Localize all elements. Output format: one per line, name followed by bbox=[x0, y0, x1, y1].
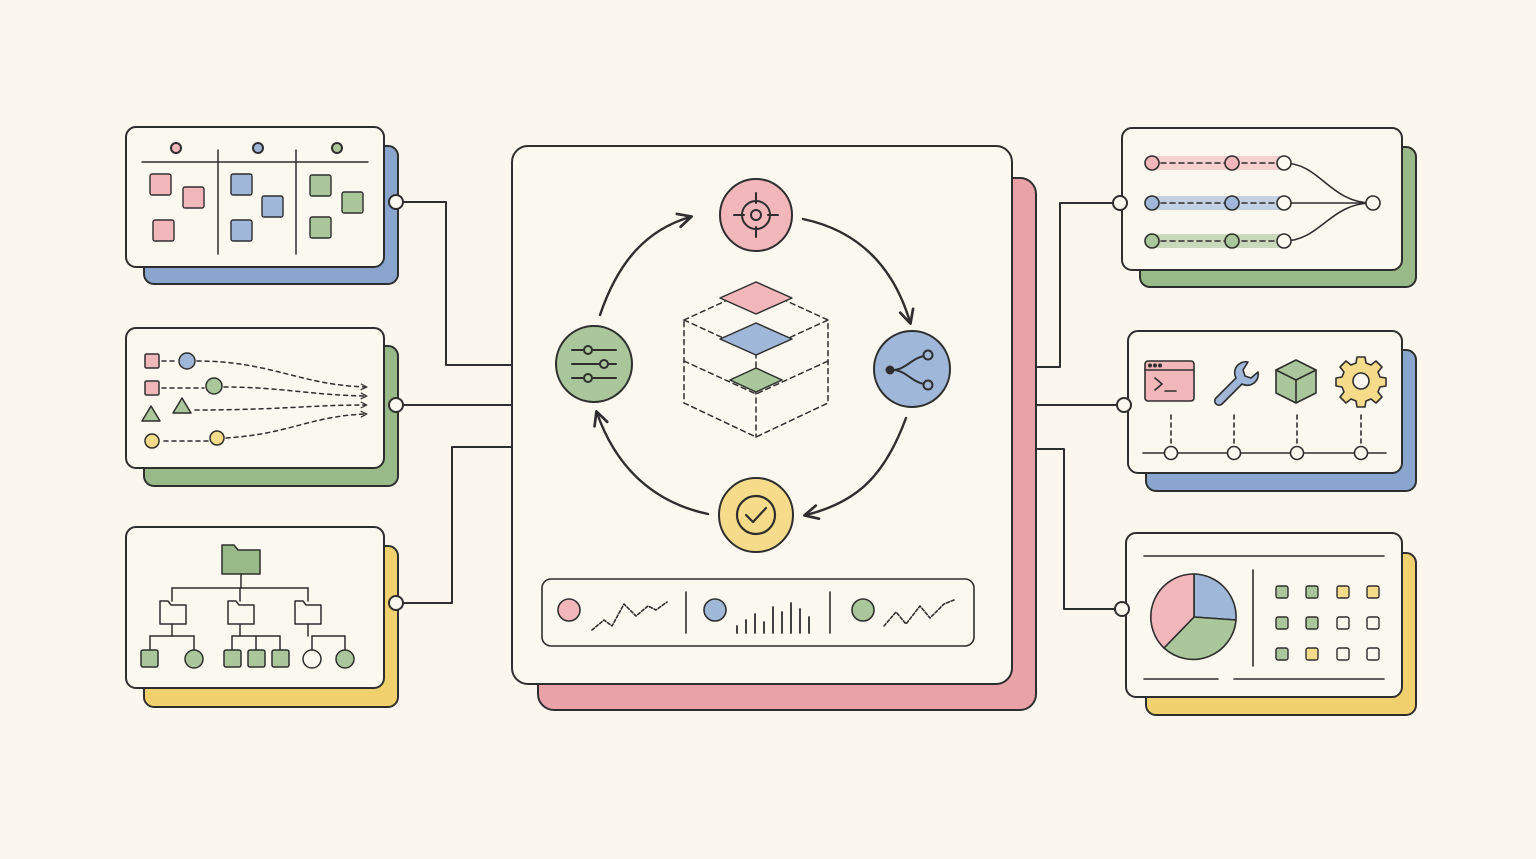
merging-flows-icon bbox=[141, 352, 366, 449]
target-icon bbox=[733, 192, 779, 238]
file-tree-panel[interactable] bbox=[125, 526, 404, 708]
target-node[interactable] bbox=[719, 178, 793, 252]
sliders-icon bbox=[571, 345, 617, 383]
panel-card bbox=[125, 526, 385, 689]
connector-tree bbox=[395, 446, 513, 604]
metrics-strip bbox=[541, 578, 975, 647]
stacked-layers-icon bbox=[683, 281, 829, 438]
folder-tree-icon bbox=[140, 544, 355, 669]
connectors bbox=[395, 201, 1125, 610]
pipeline-panel[interactable] bbox=[1112, 127, 1417, 288]
port-dot bbox=[1116, 397, 1132, 413]
toolchain-icon bbox=[1142, 356, 1387, 461]
panel-card bbox=[511, 145, 1013, 685]
pipeline-branches-icon bbox=[1144, 155, 1381, 249]
terminal-icon bbox=[1144, 360, 1195, 402]
status-grid bbox=[1275, 585, 1380, 661]
metric-blue bbox=[703, 598, 810, 634]
dashboard-icon bbox=[1143, 555, 1385, 680]
gear-icon bbox=[1335, 356, 1387, 408]
sparkline-icon bbox=[883, 599, 955, 627]
cube-icon bbox=[1275, 359, 1317, 404]
check-icon bbox=[735, 494, 777, 536]
arrow-target-to-branch bbox=[801, 217, 915, 325]
port-dot bbox=[388, 397, 404, 413]
port-dot bbox=[1114, 601, 1130, 617]
metric-pink bbox=[557, 598, 668, 631]
settings-node[interactable] bbox=[555, 325, 633, 403]
connector-pipeline bbox=[1035, 202, 1121, 368]
branch-icon bbox=[885, 349, 934, 391]
dashboard-panel[interactable] bbox=[1114, 532, 1417, 716]
kanban-board-panel[interactable] bbox=[125, 126, 404, 285]
port-dot bbox=[388, 194, 404, 210]
arrow-settings-to-target bbox=[598, 212, 693, 317]
pie-chart-icon bbox=[1150, 573, 1237, 661]
wrench-icon bbox=[1213, 360, 1260, 407]
bar-chart-icon bbox=[736, 602, 810, 634]
connector-dashboard bbox=[1035, 448, 1123, 610]
kanban-board-icon bbox=[141, 142, 369, 255]
connector-kanban bbox=[395, 201, 513, 366]
toolchain-panel[interactable] bbox=[1116, 330, 1417, 492]
metric-green bbox=[851, 598, 955, 627]
sparkline-icon bbox=[591, 601, 668, 631]
arrow-branch-to-check bbox=[803, 416, 908, 521]
panel-card bbox=[125, 327, 385, 469]
center-panel[interactable] bbox=[511, 145, 1037, 711]
branch-node[interactable] bbox=[873, 330, 951, 408]
check-node[interactable] bbox=[718, 477, 794, 553]
cycle-arrows bbox=[593, 212, 915, 521]
data-flow-panel[interactable] bbox=[125, 327, 404, 487]
port-dot bbox=[388, 595, 404, 611]
arrow-check-to-settings bbox=[593, 410, 710, 516]
port-dot bbox=[1112, 195, 1128, 211]
